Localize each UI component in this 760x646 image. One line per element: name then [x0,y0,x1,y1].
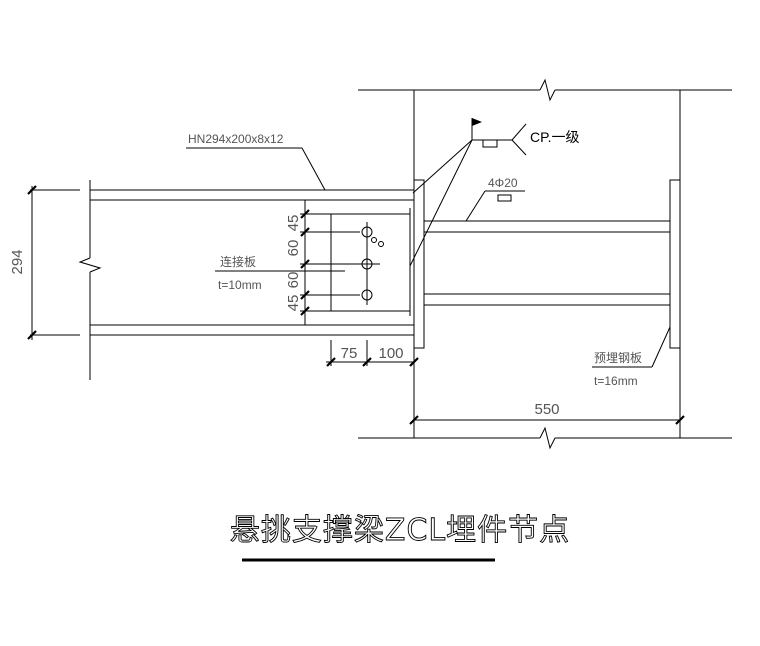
leader-embedded-plate: 预埋钢板 t=16mm [592,326,671,388]
beam-section-label: HN294x200x8x12 [188,132,284,146]
leader-connection-plate: 连接板 t=10mm [215,254,345,292]
dim-45-bottom: 45 [285,295,302,312]
rebar-label: 4Φ20 [488,176,518,190]
dim-100: 100 [378,345,403,362]
connection-plate [330,208,411,316]
connection-plate-name: 连接板 [220,254,256,269]
leader-beam-section: HN294x200x8x12 [186,132,326,191]
dim-horizontal-bolts: 75 100 [326,340,419,367]
drawing-title-block: 悬挑支撑梁ZCL埋件节点 [229,513,570,562]
weld-grade-label: CP.一级 [530,129,580,145]
connection-plate-thickness: t=10mm [218,278,262,292]
dim-75: 75 [341,345,358,362]
dim-beam-depth: 294 [9,185,80,340]
embedded-plate [413,179,681,349]
dim-60-a: 60 [285,240,302,257]
drawing-title: 悬挑支撑梁ZCL埋件节点 [230,513,570,548]
embedded-plate-name: 预埋钢板 [594,351,642,365]
dim-60-b: 60 [285,272,302,289]
weld-symbol: CP.一级 [409,118,580,267]
steel-beam [78,180,414,380]
dim-wall-width: 550 [409,401,685,425]
dim-beam-depth-text: 294 [9,249,26,274]
embedded-plate-thickness: t=16mm [594,374,638,388]
dim-45-top: 45 [285,215,302,232]
dim-bolt-spacing: 45 60 60 45 [285,200,360,325]
leader-rebar: 4Φ20 [465,176,525,222]
dim-550: 550 [534,401,559,418]
anchor-rebars [424,220,670,306]
bolts [355,222,384,305]
